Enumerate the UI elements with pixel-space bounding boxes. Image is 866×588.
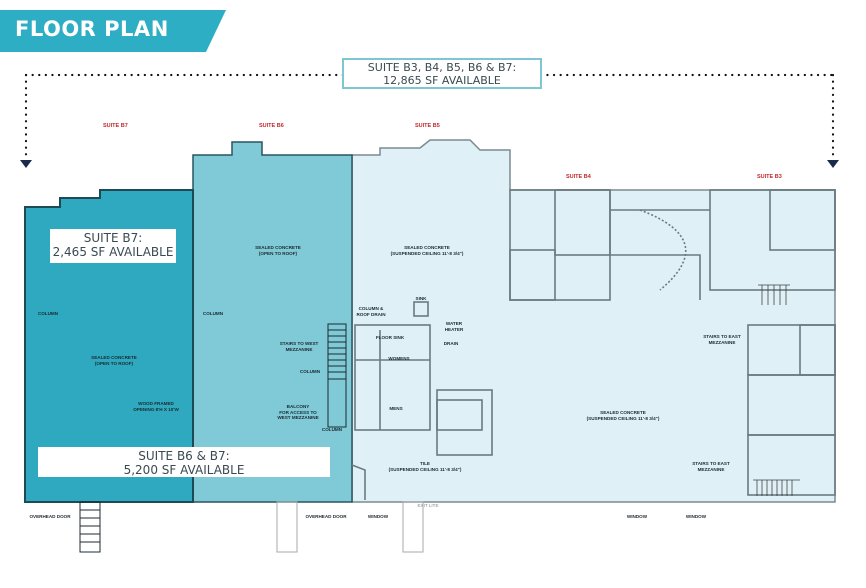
label-womens: WOMENS: [388, 356, 410, 361]
label-b5-floor: SEALED CONCRETE(SUSPENDED CEILING 11'-8 …: [391, 245, 464, 256]
suite-label-b6: SUITE B6: [259, 123, 284, 129]
total-availability-area: 12,865 SF AVAILABLE: [383, 74, 501, 87]
total-availability-box: SUITE B3, B4, B5, B6 & B7: 12,865 SF AVA…: [342, 58, 542, 89]
label-exit-lite: EXIT LITE: [417, 503, 439, 508]
label-floor-sink: FLOOR SINK: [375, 335, 405, 340]
b6-b7-availability-area: 5,200 SF AVAILABLE: [123, 463, 245, 477]
floor-type: SEALED CONCRETE: [404, 245, 450, 250]
label-b6-floor: SEALED CONCRETE(OPEN TO ROOF): [255, 245, 301, 256]
floor-type: TILE: [420, 461, 430, 466]
label-b7-floor: SEALED CONCRETE(OPEN TO ROOF): [91, 355, 137, 366]
suite-b6-area: [192, 141, 353, 503]
label-line: HEATER: [444, 326, 464, 332]
ceiling-type: (SUSPENDED CEILING 11'-8 3/4"): [390, 250, 464, 256]
label-mens: MENS: [389, 406, 403, 411]
label-column-roof-drain: COLUMN &ROOF DRAIN: [356, 306, 385, 317]
label-line: ROOF DRAIN: [356, 311, 386, 317]
label-line: FOR ACCESS TO: [279, 409, 317, 415]
label-window: WINDOW: [626, 514, 648, 519]
ceiling-type: (OPEN TO ROOF): [258, 250, 298, 256]
label-line: WATER: [445, 321, 463, 326]
label-sink: SINK: [415, 296, 427, 301]
label-column: COLUMN: [299, 369, 321, 374]
label-column: COLUMN: [321, 427, 343, 432]
label-overhead-door: OVERHEAD DOOR: [305, 514, 347, 519]
suite-label-b3: SUITE B3: [757, 174, 782, 180]
label-window: WINDOW: [685, 514, 707, 519]
label-line: MEZZANINE: [285, 346, 313, 352]
label-tile: TILE(SUSPENDED CEILING 11'-8 3/4"): [389, 461, 462, 472]
suite-label-b4: SUITE B4: [566, 174, 591, 180]
interior-walls: [351, 189, 836, 500]
floor-type: SEALED CONCRETE: [600, 410, 646, 415]
label-line: COLUMN &: [358, 306, 384, 311]
ceiling-type: (SUSPENDED CEILING 11'-8 3/4"): [586, 415, 660, 421]
b7-availability-box: SUITE B7: 2,465 SF AVAILABLE: [50, 229, 176, 263]
label-window: WINDOW: [367, 514, 389, 519]
title-banner: [0, 10, 226, 52]
label-line: MEZZANINE: [697, 466, 725, 472]
suite-label-b5: SUITE B5: [415, 123, 440, 129]
west-stairs: [327, 323, 347, 428]
exterior-stairs: [79, 501, 424, 553]
suite-label-b7: SUITE B7: [103, 123, 128, 129]
page-title: FLOOR PLAN: [15, 17, 169, 41]
b6-b7-availability-box: SUITE B6 & B7: 5,200 SF AVAILABLE: [38, 447, 330, 477]
east-stairs: [753, 284, 800, 496]
label-line: OPENING 8'H X 10'W: [133, 406, 179, 412]
suite-b3-b5-area: [351, 139, 836, 503]
b7-availability-suite: SUITE B7:: [83, 231, 143, 245]
label-line: STAIRS TO EAST: [703, 334, 741, 339]
label-drain: DRAIN: [443, 341, 459, 346]
label-line: STAIRS TO EAST: [692, 461, 730, 466]
label-overhead-door: OVERHEAD DOOR: [29, 514, 71, 519]
arrow-left-icon: [20, 160, 32, 168]
label-line: WEST MEZZANINE: [277, 415, 319, 420]
floor-type: SEALED CONCRETE: [255, 245, 301, 250]
b7-availability-area: 2,465 SF AVAILABLE: [52, 245, 174, 259]
b6-b7-availability-suite: SUITE B6 & B7:: [138, 449, 230, 463]
label-line: BALCONY: [286, 404, 310, 409]
label-line: MEZZANINE: [708, 339, 736, 345]
label-b4-floor: SEALED CONCRETE(SUSPENDED CEILING 11'-8 …: [587, 410, 660, 421]
label-line: WOOD FRAMED: [138, 401, 174, 406]
ceiling-type: (OPEN TO ROOF): [94, 360, 134, 366]
label-line: STAIRS TO WEST: [279, 341, 319, 346]
label-column: COLUMN: [202, 311, 224, 316]
ceiling-type: (SUSPENDED CEILING 11'-8 3/4"): [388, 466, 462, 472]
floor-type: SEALED CONCRETE: [91, 355, 137, 360]
total-availability-suites: SUITE B3, B4, B5, B6 & B7:: [367, 61, 517, 74]
arrow-right-icon: [827, 160, 839, 168]
label-column: COLUMN: [37, 311, 59, 316]
